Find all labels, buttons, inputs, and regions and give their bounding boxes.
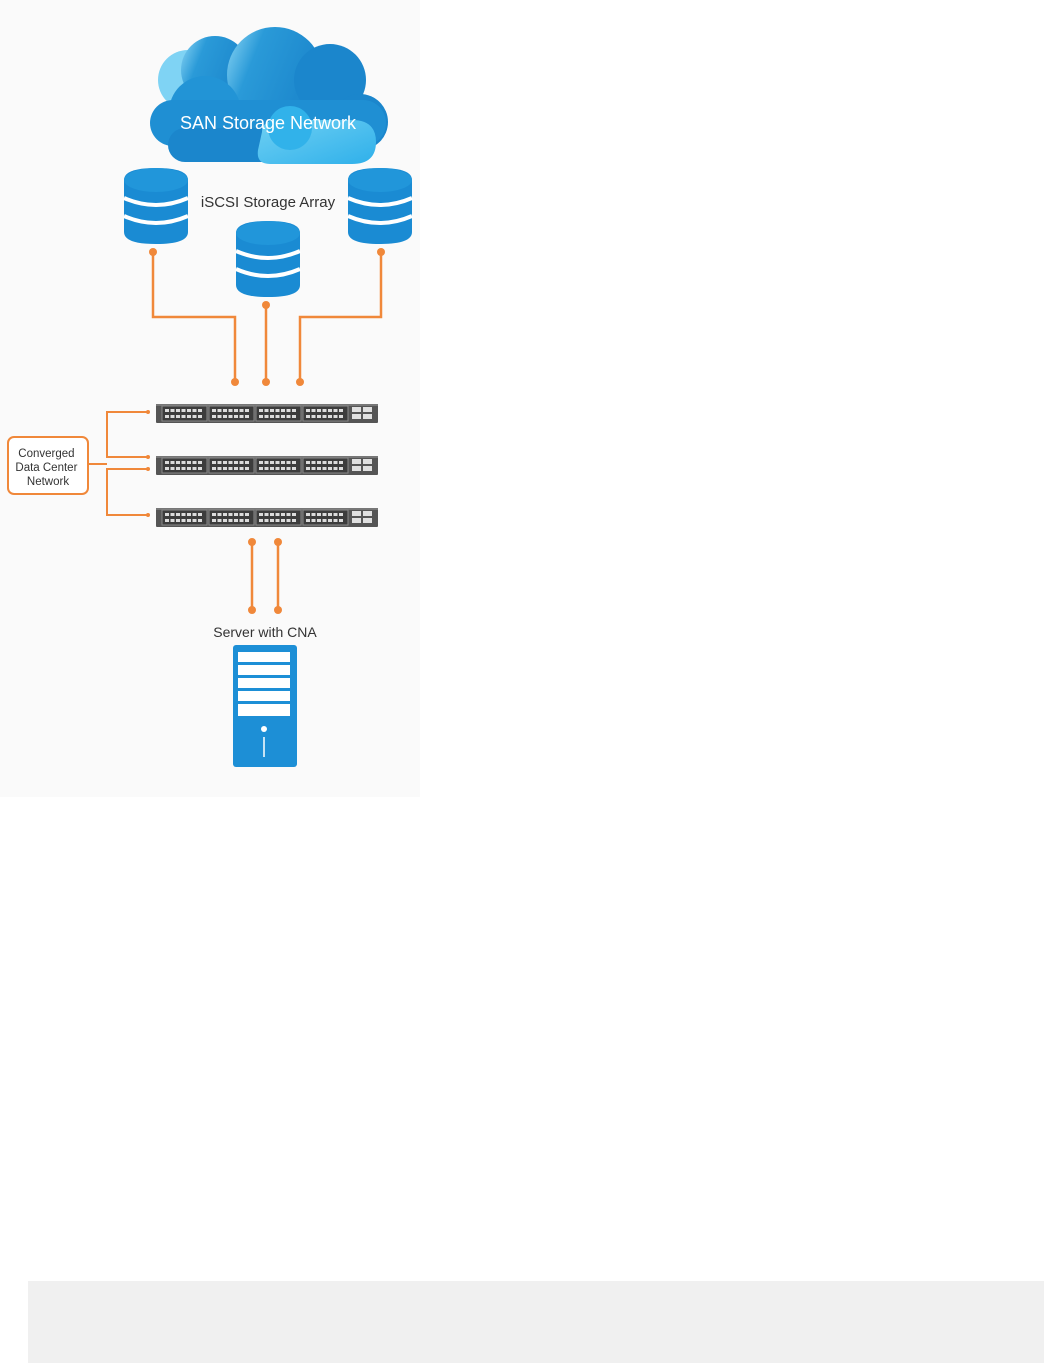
network-switch-icon <box>156 404 378 423</box>
cloud-label: SAN Storage Network <box>180 113 357 133</box>
bracket-endpoint-dots <box>146 410 150 517</box>
server-label: Server with CNA <box>213 624 317 640</box>
converged-network-bracket <box>88 411 148 516</box>
cloud-icon <box>150 27 388 164</box>
storage-array-label: iSCSI Storage Array <box>201 194 336 211</box>
converged-network-label: Converged Data Center Network <box>15 448 80 488</box>
database-icon <box>234 219 302 299</box>
footer-bar <box>28 1281 1044 1363</box>
server-tower-icon <box>233 645 297 767</box>
network-switch-icon <box>156 508 378 527</box>
link-endpoint-dots <box>149 248 385 386</box>
converged-network-box <box>7 436 89 495</box>
database-icon <box>122 166 190 246</box>
server-links <box>248 538 282 614</box>
network-switch-icon <box>156 456 378 475</box>
storage-links <box>151 252 383 382</box>
database-icon <box>346 166 414 246</box>
